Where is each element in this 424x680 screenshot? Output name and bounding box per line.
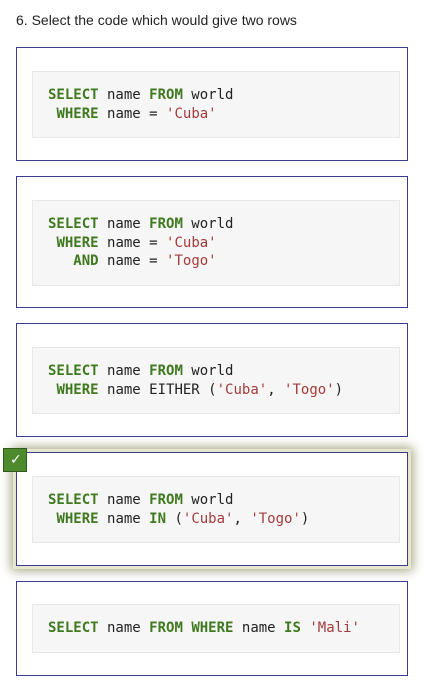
sql-text: , [233, 510, 251, 527]
sql-keyword: WHERE [191, 620, 234, 637]
sql-text: world [182, 216, 234, 233]
sql-keyword: IN [149, 510, 167, 527]
sql-keyword: FROM [149, 620, 183, 637]
sql-text: name = [98, 234, 167, 251]
sql-keyword: SELECT [48, 492, 99, 508]
code-block: SELECT name FROM world WHERE name = 'Cub… [32, 71, 400, 138]
sql-keyword: WHERE [56, 234, 99, 251]
code-block: SELECT name FROM world WHERE name IN ('C… [32, 476, 400, 543]
sql-text: ) [300, 510, 310, 527]
sql-text: name EITHER ( [98, 381, 217, 398]
code-block: SELECT name FROM WHERE name IS 'Mali' [32, 604, 400, 653]
sql-keyword: FROM [149, 216, 183, 233]
sql-keyword: FROM [149, 492, 183, 508]
sql-text: world [182, 87, 234, 103]
sql-text: name [98, 510, 150, 527]
sql-text: ( [166, 510, 183, 527]
sql-string: 'Cuba' [166, 105, 217, 122]
code-line: SELECT name FROM WHERE name IS 'Mali' [48, 619, 399, 638]
answer-option-2[interactable]: SELECT name FROM world WHERE name = 'Cub… [16, 176, 408, 308]
sql-string: 'Togo' [284, 381, 335, 398]
code-line: SELECT name FROM world [48, 362, 399, 381]
question-title: 6. Select the code which would give two … [16, 12, 297, 28]
sql-text: name [98, 216, 150, 233]
answer-option-4[interactable]: SELECT name FROM world WHERE name IN ('C… [16, 452, 408, 566]
sql-text: name [98, 492, 150, 508]
sql-string: 'Togo' [250, 510, 301, 527]
sql-keyword: WHERE [56, 105, 99, 122]
sql-text: name [98, 363, 150, 379]
sql-string: 'Cuba' [166, 234, 217, 251]
code-line: WHERE name IN ('Cuba', 'Togo') [48, 510, 399, 529]
checkmark-icon: ✓ [3, 448, 27, 472]
sql-keyword: FROM [149, 87, 183, 103]
code-line: AND name = 'Togo' [48, 252, 399, 271]
sql-string: 'Cuba' [216, 381, 268, 398]
sql-keyword: SELECT [48, 363, 99, 379]
sql-keyword: WHERE [56, 510, 99, 527]
sql-text [48, 253, 73, 269]
sql-text: world [182, 492, 234, 508]
code-line: WHERE name EITHER ('Cuba', 'Togo') [48, 381, 399, 400]
sql-keyword: AND [73, 253, 99, 270]
sql-text: ) [334, 381, 344, 398]
sql-text: name = [98, 105, 167, 122]
code-line: WHERE name = 'Cuba' [48, 234, 399, 253]
sql-text: name [233, 620, 285, 637]
sql-keyword: SELECT [48, 216, 99, 233]
sql-keyword: SELECT [48, 87, 99, 103]
sql-text: name [98, 620, 150, 637]
sql-keyword: FROM [149, 363, 183, 379]
code-block: SELECT name FROM world WHERE name = 'Cub… [32, 200, 400, 286]
sql-text: name = [98, 253, 167, 270]
sql-text: world [182, 363, 234, 379]
sql-keyword: SELECT [48, 620, 99, 637]
sql-text: , [267, 381, 285, 398]
answer-option-5[interactable]: SELECT name FROM WHERE name IS 'Mali' [16, 581, 408, 676]
code-line: SELECT name FROM world [48, 215, 399, 234]
code-block: SELECT name FROM world WHERE name EITHER… [32, 347, 400, 414]
code-line: WHERE name = 'Cuba' [48, 105, 399, 124]
answer-option-3[interactable]: SELECT name FROM world WHERE name EITHER… [16, 323, 408, 437]
code-line: SELECT name FROM world [48, 86, 399, 105]
sql-string: 'Cuba' [182, 510, 234, 527]
sql-keyword: WHERE [56, 381, 99, 398]
sql-string: 'Togo' [166, 253, 217, 270]
answer-option-1[interactable]: SELECT name FROM world WHERE name = 'Cub… [16, 47, 408, 161]
sql-string: 'Mali' [309, 620, 360, 637]
sql-text: name [98, 87, 150, 103]
sql-keyword: IS [284, 620, 301, 637]
code-line: SELECT name FROM world [48, 491, 399, 510]
